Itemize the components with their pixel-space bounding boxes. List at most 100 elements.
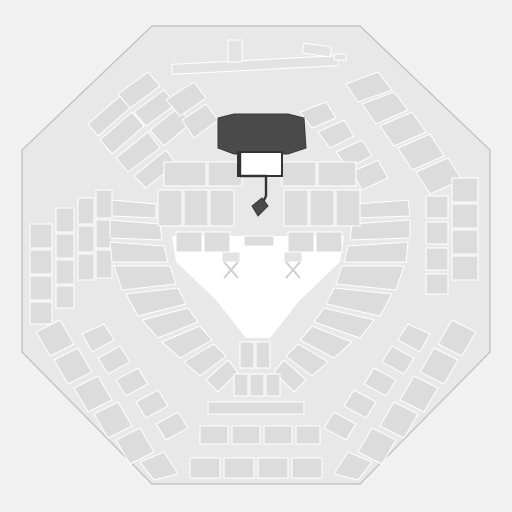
section-outer-bottom-1[interactable] xyxy=(189,457,221,479)
section-outer-bottom-5[interactable] xyxy=(199,425,229,445)
floor-section-4[interactable] xyxy=(283,189,309,227)
section-upper-left-8[interactable] xyxy=(115,131,161,173)
section-lower-left-9[interactable] xyxy=(205,359,239,393)
section-upper-right-1[interactable] xyxy=(345,71,393,103)
floor-section-side-right-1[interactable] xyxy=(287,231,315,253)
section-outer-lr-3[interactable] xyxy=(399,375,439,413)
section-upper-right-7[interactable] xyxy=(317,119,355,149)
section-lower-right-3[interactable] xyxy=(343,241,409,263)
floor-section-3[interactable] xyxy=(209,189,235,227)
floor-section-5[interactable] xyxy=(309,189,335,227)
section-lower-left-3[interactable] xyxy=(109,241,169,263)
section-upper-right-3[interactable] xyxy=(379,111,427,147)
section-outer-lr-9[interactable] xyxy=(363,367,397,397)
floor-section-top-4[interactable] xyxy=(317,161,357,187)
section-lower-right-5[interactable] xyxy=(325,287,393,317)
section-outer-ll-11[interactable] xyxy=(155,411,189,441)
floor-section-top-2[interactable] xyxy=(207,161,243,187)
section-left-col-10[interactable] xyxy=(77,225,95,253)
section-outer-ll-9[interactable] xyxy=(115,367,149,397)
section-upper-left-6[interactable] xyxy=(165,81,207,117)
section-upper-left-2[interactable] xyxy=(99,111,145,155)
section-outer-lr-11[interactable] xyxy=(323,411,357,441)
section-lower-center-2[interactable] xyxy=(255,341,271,369)
section-lower-right-7[interactable] xyxy=(299,325,353,359)
section-right-col-1[interactable] xyxy=(451,177,479,203)
section-left-col-6[interactable] xyxy=(55,233,75,259)
section-left-col-1[interactable] xyxy=(29,223,53,249)
section-right-col-7[interactable] xyxy=(425,247,449,271)
section-lower-right-4[interactable] xyxy=(335,265,405,291)
section-left-col-4[interactable] xyxy=(29,301,53,325)
section-outer-lr-10[interactable] xyxy=(343,389,377,419)
section-left-col-8[interactable] xyxy=(55,285,75,309)
section-right-col-4[interactable] xyxy=(451,255,479,281)
section-outer-bottom-6[interactable] xyxy=(231,425,261,445)
section-outer-lr-2[interactable] xyxy=(419,347,459,385)
section-left-col-12[interactable] xyxy=(95,189,113,219)
section-outer-ll-3[interactable] xyxy=(73,375,113,413)
section-right-col-6[interactable] xyxy=(425,221,449,245)
section-outer-ll-2[interactable] xyxy=(53,347,93,385)
section-outer-lr-8[interactable] xyxy=(381,345,415,375)
section-lower-right-6[interactable] xyxy=(313,307,375,339)
section-lower-left-2[interactable] xyxy=(109,219,163,241)
section-lower-left-8[interactable] xyxy=(183,343,227,377)
section-upper-right-2[interactable] xyxy=(361,91,409,125)
section-left-col-2[interactable] xyxy=(29,249,53,275)
section-outer-bottom-3[interactable] xyxy=(257,457,289,479)
floor-section-side-left-2[interactable] xyxy=(203,231,231,253)
section-outer-ll-10[interactable] xyxy=(135,389,169,419)
section-outer-lr-4[interactable] xyxy=(379,401,419,439)
floor-section-1[interactable] xyxy=(157,189,183,227)
section-upper-left-3[interactable] xyxy=(117,71,161,109)
section-lower-center-1[interactable] xyxy=(239,341,255,369)
section-outer-ll-4[interactable] xyxy=(93,401,133,439)
section-outer-lr-5[interactable] xyxy=(357,427,397,465)
floor-section-side-right-2[interactable] xyxy=(315,231,343,253)
section-right-col-2[interactable] xyxy=(451,203,479,229)
section-lower-right-9[interactable] xyxy=(273,359,307,393)
section-left-col-14[interactable] xyxy=(95,249,113,279)
section-upper-right-6[interactable] xyxy=(299,101,337,129)
section-outer-lr-6[interactable] xyxy=(333,451,373,481)
section-lower-left-1[interactable] xyxy=(111,199,157,219)
stage[interactable] xyxy=(217,113,307,155)
section-lower-center-4[interactable] xyxy=(249,373,265,397)
section-outer-ll-5[interactable] xyxy=(115,427,155,465)
section-lower-right-2[interactable] xyxy=(349,219,411,241)
section-lower-center-3[interactable] xyxy=(233,373,249,397)
b-stage[interactable] xyxy=(251,197,269,217)
floor-section-top-1[interactable] xyxy=(163,161,207,187)
section-outer-bottom-9[interactable] xyxy=(207,401,305,415)
section-right-col-3[interactable] xyxy=(451,229,479,255)
section-lower-left-7[interactable] xyxy=(161,325,213,359)
section-lower-left-6[interactable] xyxy=(141,307,199,339)
section-outer-bottom-8[interactable] xyxy=(295,425,321,445)
section-outer-bottom-7[interactable] xyxy=(263,425,293,445)
section-left-col-5[interactable] xyxy=(55,207,75,233)
section-lower-right-8[interactable] xyxy=(285,343,329,377)
section-left-col-7[interactable] xyxy=(55,259,75,285)
section-lower-left-4[interactable] xyxy=(113,265,177,291)
section-right-col-8[interactable] xyxy=(425,273,449,295)
section-left-col-3[interactable] xyxy=(29,275,53,301)
section-outer-lr-7[interactable] xyxy=(397,323,431,353)
section-left-col-9[interactable] xyxy=(77,197,95,225)
section-outer-lr-1[interactable] xyxy=(437,319,477,357)
section-lower-center-5[interactable] xyxy=(265,373,281,397)
floor-section-2[interactable] xyxy=(183,189,209,227)
section-upper-right-4[interactable] xyxy=(397,133,445,171)
floor-section-6[interactable] xyxy=(335,189,361,227)
section-outer-ll-7[interactable] xyxy=(81,323,115,353)
section-lower-left-5[interactable] xyxy=(125,287,187,317)
section-right-col-5[interactable] xyxy=(425,195,449,219)
section-outer-ll-6[interactable] xyxy=(139,451,179,481)
section-left-col-11[interactable] xyxy=(77,253,95,281)
floor-section-pit[interactable] xyxy=(243,235,275,247)
section-outer-bottom-4[interactable] xyxy=(291,457,323,479)
section-outer-bottom-2[interactable] xyxy=(223,457,255,479)
section-outer-ll-8[interactable] xyxy=(97,345,131,375)
floor-section-top-3[interactable] xyxy=(281,161,317,187)
section-outer-ll-1[interactable] xyxy=(35,319,75,357)
